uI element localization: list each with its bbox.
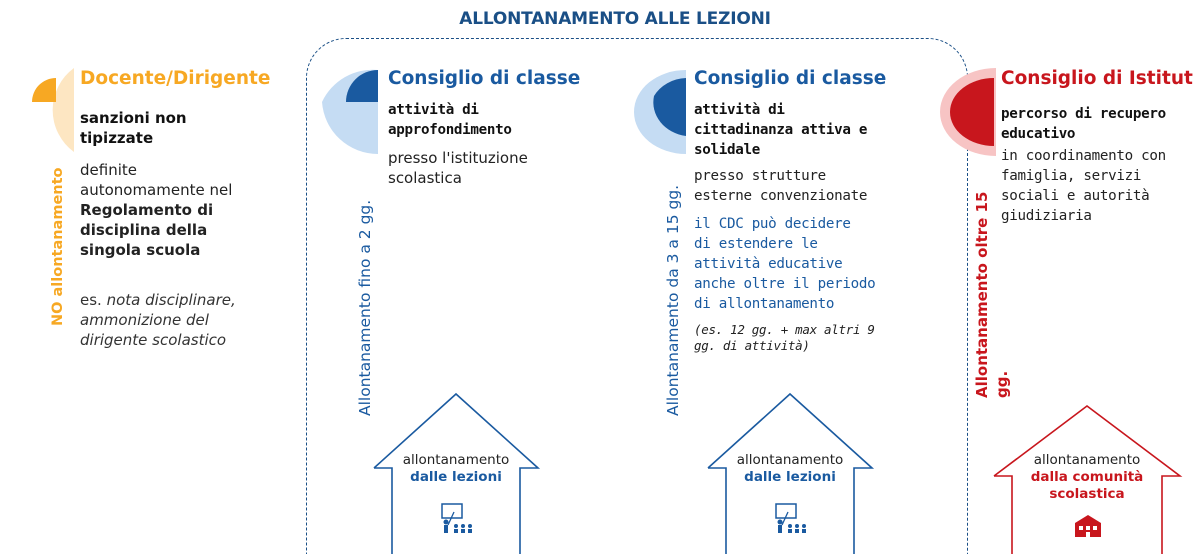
- three-quarter-circle-icon: [634, 70, 686, 154]
- col2-subtitle-line: approfondimento: [388, 122, 512, 138]
- col1-vertical-label: NO allontanamento: [50, 167, 66, 326]
- col1-body-bold-line: Regolamento di: [80, 201, 214, 219]
- col2-subtitle: attività di approfondimento: [388, 100, 512, 140]
- col3-vertical-label: Allontanamento da 3 a 15 gg.: [664, 184, 682, 416]
- col4-vertical-label: Allontanamento oltre 15 gg.: [972, 192, 1012, 398]
- col3-body-line: presso strutture: [694, 168, 826, 184]
- lezioni-frame: [306, 38, 968, 554]
- col3-body-line: esterne convenzionate: [694, 188, 868, 204]
- col4-subtitle-line: educativo: [1001, 126, 1076, 142]
- col1-title: Docente/Dirigente: [80, 68, 271, 89]
- col1-subtitle: sanzioni non tipizzate: [80, 108, 187, 148]
- half-circle-icon: [940, 68, 996, 156]
- house-shape: [373, 392, 541, 554]
- col3-example-line: (es. 12 gg. + max altri 9: [694, 322, 875, 337]
- col4-body-line: in coordinamento con: [1001, 148, 1166, 164]
- col1-body: definite autonomamente nel Regolamento d…: [80, 160, 232, 260]
- quarter-circle-icon: [322, 69, 378, 155]
- house-shape: [993, 404, 1183, 554]
- col2-subtitle-line: attività di: [388, 102, 479, 118]
- col3-subtitle-line: attività di: [694, 102, 785, 118]
- house-text: allontanamento dalle lezioni: [720, 452, 860, 486]
- diagram-title: ALLONTANAMENTO ALLE LEZIONI: [459, 9, 771, 29]
- col3-subtitle: attività di cittadinanza attiva e solida…: [694, 100, 867, 160]
- col1-body-line: definite: [80, 161, 137, 179]
- col1-body-bold-line: singola scuola: [80, 241, 201, 259]
- quarter-circle-icon: [32, 68, 74, 152]
- col1-example: es. nota disciplinare, ammonizione del d…: [80, 290, 236, 350]
- col4-body-line: sociali e autorità: [1001, 188, 1150, 204]
- house-shape: [707, 392, 875, 554]
- house-line2: dalle lezioni: [410, 469, 502, 485]
- col2-vertical-label: Allontanamento fino a 2 gg.: [356, 199, 374, 416]
- col1-subtitle-line: sanzioni non: [80, 109, 187, 127]
- col3-note-line: il CDC può decidere: [694, 216, 851, 232]
- col4-vertical-line: gg.: [993, 370, 1011, 398]
- col4-body-line: famiglia, servizi: [1001, 168, 1142, 184]
- school-building-icon: [1075, 515, 1101, 537]
- col1-example-line: nota disciplinare,: [106, 291, 236, 309]
- house-line2: dalle lezioni: [744, 469, 836, 485]
- col1-example-line: dirigente scolastico: [80, 331, 227, 349]
- house-line1: allontanamento: [402, 452, 510, 468]
- col2-body: presso l'istituzione scolastica: [388, 148, 528, 188]
- house-line2: scolastica: [1049, 486, 1125, 502]
- col3-subtitle-line: cittadinanza attiva e: [694, 122, 868, 138]
- col4-vertical-line: Allontanamento oltre 15: [973, 191, 991, 398]
- col2-body-line: scolastica: [388, 169, 462, 187]
- house-text: allontanamento dalla comunità scolastica: [1018, 452, 1156, 503]
- col1-example-prefix: es.: [80, 291, 102, 309]
- col1-body-bold-line: disciplina della: [80, 221, 208, 239]
- col1-body-line: autonomamente nel: [80, 181, 233, 199]
- col3-example-line: gg. di attività): [694, 338, 810, 353]
- col3-subtitle-line: solidale: [694, 142, 760, 158]
- col3-note: il CDC può decidere di estendere le atti…: [694, 214, 876, 314]
- col1-subtitle-line: tipizzate: [80, 129, 154, 147]
- col3-example: (es. 12 gg. + max altri 9 gg. di attivit…: [694, 322, 875, 354]
- col4-subtitle: percorso di recupero educativo: [1001, 104, 1166, 144]
- col3-note-line: di estendere le: [694, 236, 818, 252]
- col2-title: Consiglio di classe: [388, 68, 581, 89]
- house-line1: allontanamento: [736, 452, 844, 468]
- col3-title: Consiglio di classe: [694, 68, 887, 89]
- col4-body-line: giudiziaria: [1001, 208, 1092, 224]
- col2-body-line: presso l'istituzione: [388, 149, 528, 167]
- col1-example-line: ammonizione del: [80, 311, 209, 329]
- col3-note-line: anche oltre il periodo: [694, 276, 876, 292]
- house-text: allontanamento dalle lezioni: [386, 452, 526, 486]
- house-line1: allontanamento: [1033, 452, 1141, 468]
- teacher-class-icon: [441, 503, 472, 533]
- col3-note-line: attività educative: [694, 256, 843, 272]
- teacher-class-icon: [775, 503, 806, 533]
- col3-note-line: di allontanamento: [694, 296, 835, 312]
- col4-title: Consiglio di Istituto: [1001, 68, 1193, 89]
- house-line2: dalla comunità: [1030, 469, 1144, 485]
- col4-subtitle-line: percorso di recupero: [1001, 106, 1166, 122]
- col4-body: in coordinamento con famiglia, servizi s…: [1001, 146, 1166, 226]
- col3-body: presso strutture esterne convenzionate: [694, 166, 867, 206]
